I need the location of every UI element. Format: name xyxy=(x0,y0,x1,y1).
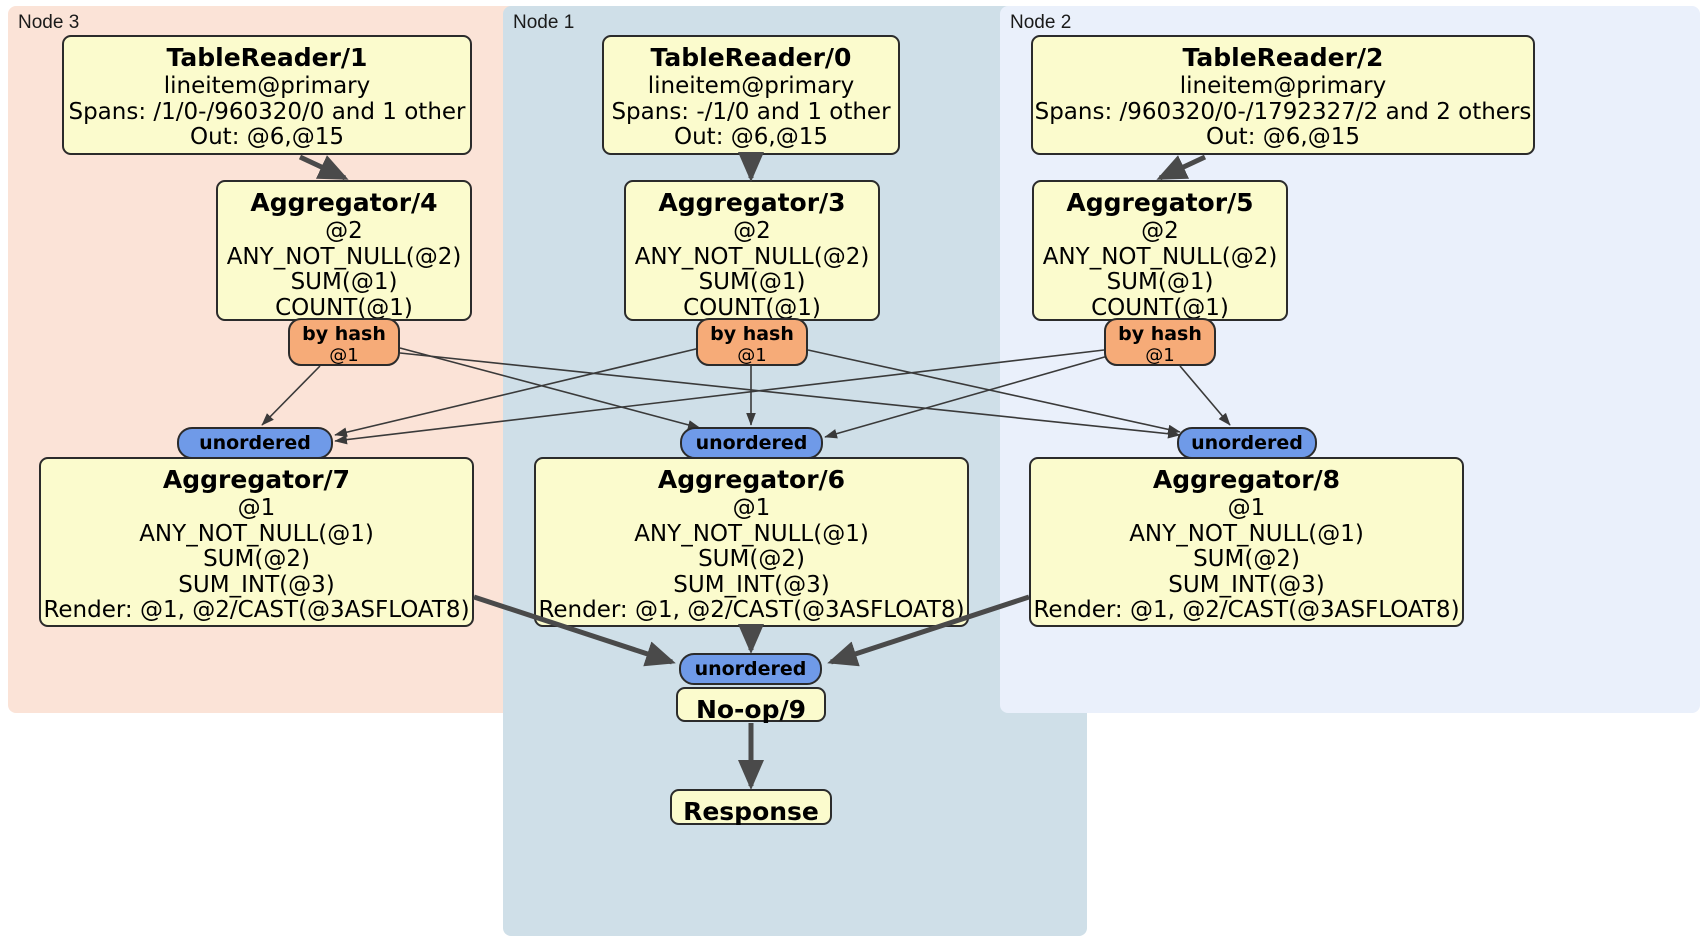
processor-detail-line: @1 xyxy=(237,495,276,521)
processor-detail-line: SUM(@2) xyxy=(698,546,805,572)
processor-title: Aggregator/3 xyxy=(658,188,846,217)
unordered-synchronizer-badge-unordered-final[interactable]: unordered xyxy=(679,653,822,685)
hash-router-badge-hash-right[interactable]: by hash@1 xyxy=(1104,318,1216,366)
processor-detail-line: SUM_INT(@3) xyxy=(1168,571,1325,598)
shuffle-edge-hash-left-to-unordered-left xyxy=(261,365,321,426)
processor-detail-line: Spans: -/1/0 and 1 other xyxy=(611,98,891,125)
processor-detail-line: COUNT(@1) xyxy=(1091,294,1229,321)
processor-detail-line: SUM(@1) xyxy=(1106,269,1214,295)
processor-title: TableReader/2 xyxy=(1182,43,1384,72)
processor-detail-line: @2 xyxy=(1141,218,1179,244)
processor-detail-line: Out: @6,@15 xyxy=(1206,124,1360,150)
shuffle-edge-hash-left-to-unordered-right xyxy=(399,352,1181,439)
processor-detail-line: Render: @1, @2/CAST(@3ASFLOAT8) xyxy=(1033,597,1460,623)
shuffle-edge-hash-right-to-unordered-left xyxy=(334,349,1105,445)
processor-detail-line: SUM(@2) xyxy=(1193,546,1300,572)
processor-detail-line: ANY_NOT_NULL(@2) xyxy=(226,243,462,270)
processor-detail-line: ANY_NOT_NULL(@2) xyxy=(1042,243,1278,270)
shuffle-edge-hash-right-to-unordered-right xyxy=(1179,365,1231,426)
processor-detail-line: @1 xyxy=(732,495,771,521)
processor-title: Aggregator/4 xyxy=(250,188,438,217)
processor-title: Aggregator/5 xyxy=(1066,188,1254,217)
node-label-node3: Node 3 xyxy=(18,12,80,33)
processor-detail-line: SUM_INT(@3) xyxy=(178,571,335,598)
processor-detail-line: lineitem@primary xyxy=(1179,73,1387,99)
processor-detail-line: ANY_NOT_NULL(@1) xyxy=(139,520,374,547)
hash-badge-label: by hash xyxy=(302,323,386,345)
processor-box-noop9[interactable]: No-op/9 xyxy=(676,687,826,724)
flow-edge-tablereader1-to-aggregator4 xyxy=(298,154,349,181)
hash-badge-label: by hash xyxy=(1118,323,1202,345)
hash-badge-column: @1 xyxy=(1145,345,1175,366)
flow-edge-aggregator8-to-unordered-final xyxy=(827,594,1030,667)
node-label-node1: Node 1 xyxy=(513,12,575,33)
processor-title: TableReader/0 xyxy=(650,43,852,72)
processor-detail-line: SUM_INT(@3) xyxy=(673,571,830,598)
shuffle-edge-hash-mid-to-unordered-right xyxy=(807,349,1181,435)
processor-detail-line: COUNT(@1) xyxy=(275,294,413,321)
processor-title: TableReader/1 xyxy=(166,43,368,72)
flow-edge-tablereader2-to-aggregator5 xyxy=(1156,154,1207,181)
processor-detail-line: lineitem@primary xyxy=(163,73,371,99)
shuffle-edge-hash-left-to-unordered-mid xyxy=(399,347,701,430)
processor-detail-line: ANY_NOT_NULL(@1) xyxy=(1129,520,1364,547)
processor-detail-line: @2 xyxy=(325,218,363,244)
processor-detail-line: ANY_NOT_NULL(@1) xyxy=(634,520,869,547)
hash-badge-column: @1 xyxy=(329,345,359,366)
processor-title: Aggregator/7 xyxy=(162,465,351,494)
processor-title: Response xyxy=(683,797,819,826)
processor-title: No-op/9 xyxy=(695,695,807,724)
unordered-synchronizer-badge-unordered-right[interactable]: unordered xyxy=(1177,427,1317,459)
processor-detail-line: Render: @1, @2/CAST(@3ASFLOAT8) xyxy=(43,597,470,623)
processor-title: Aggregator/8 xyxy=(1152,465,1341,494)
shuffle-edge-hash-right-to-unordered-mid xyxy=(824,355,1109,439)
processor-detail-line: lineitem@primary xyxy=(647,73,855,99)
processor-detail-line: @2 xyxy=(733,218,771,244)
unordered-synchronizer-badge-unordered-left[interactable]: unordered xyxy=(177,427,333,459)
processor-detail-line: Out: @6,@15 xyxy=(674,124,828,150)
processor-detail-line: Spans: /960320/0-/1792327/2 and 2 others xyxy=(1034,98,1532,125)
hash-router-badge-hash-mid[interactable]: by hash@1 xyxy=(696,318,808,366)
hash-router-badge-hash-left[interactable]: by hash@1 xyxy=(288,318,400,366)
flow-edge-aggregator7-to-unordered-final xyxy=(473,594,676,667)
processor-detail-line: SUM(@1) xyxy=(698,269,806,295)
shuffle-edge-hash-mid-to-unordered-left xyxy=(334,347,701,437)
processor-detail-line: Out: @6,@15 xyxy=(190,124,344,150)
unordered-synchronizer-badge-unordered-mid[interactable]: unordered xyxy=(680,427,823,459)
processor-detail-line: COUNT(@1) xyxy=(683,294,821,321)
processor-detail-line: SUM(@2) xyxy=(203,546,310,572)
processor-detail-line: @1 xyxy=(1227,495,1266,521)
processor-detail-line: Spans: /1/0-/960320/0 and 1 other xyxy=(68,98,466,125)
hash-badge-label: by hash xyxy=(710,323,794,345)
node-label-node2: Node 2 xyxy=(1010,12,1072,33)
hash-badge-column: @1 xyxy=(737,345,767,366)
processor-detail-line: Render: @1, @2/CAST(@3ASFLOAT8) xyxy=(538,597,965,623)
processor-box-response[interactable]: Response xyxy=(670,789,832,826)
processor-detail-line: SUM(@1) xyxy=(290,269,398,295)
processor-title: Aggregator/6 xyxy=(657,465,846,494)
processor-detail-line: ANY_NOT_NULL(@2) xyxy=(634,243,870,270)
